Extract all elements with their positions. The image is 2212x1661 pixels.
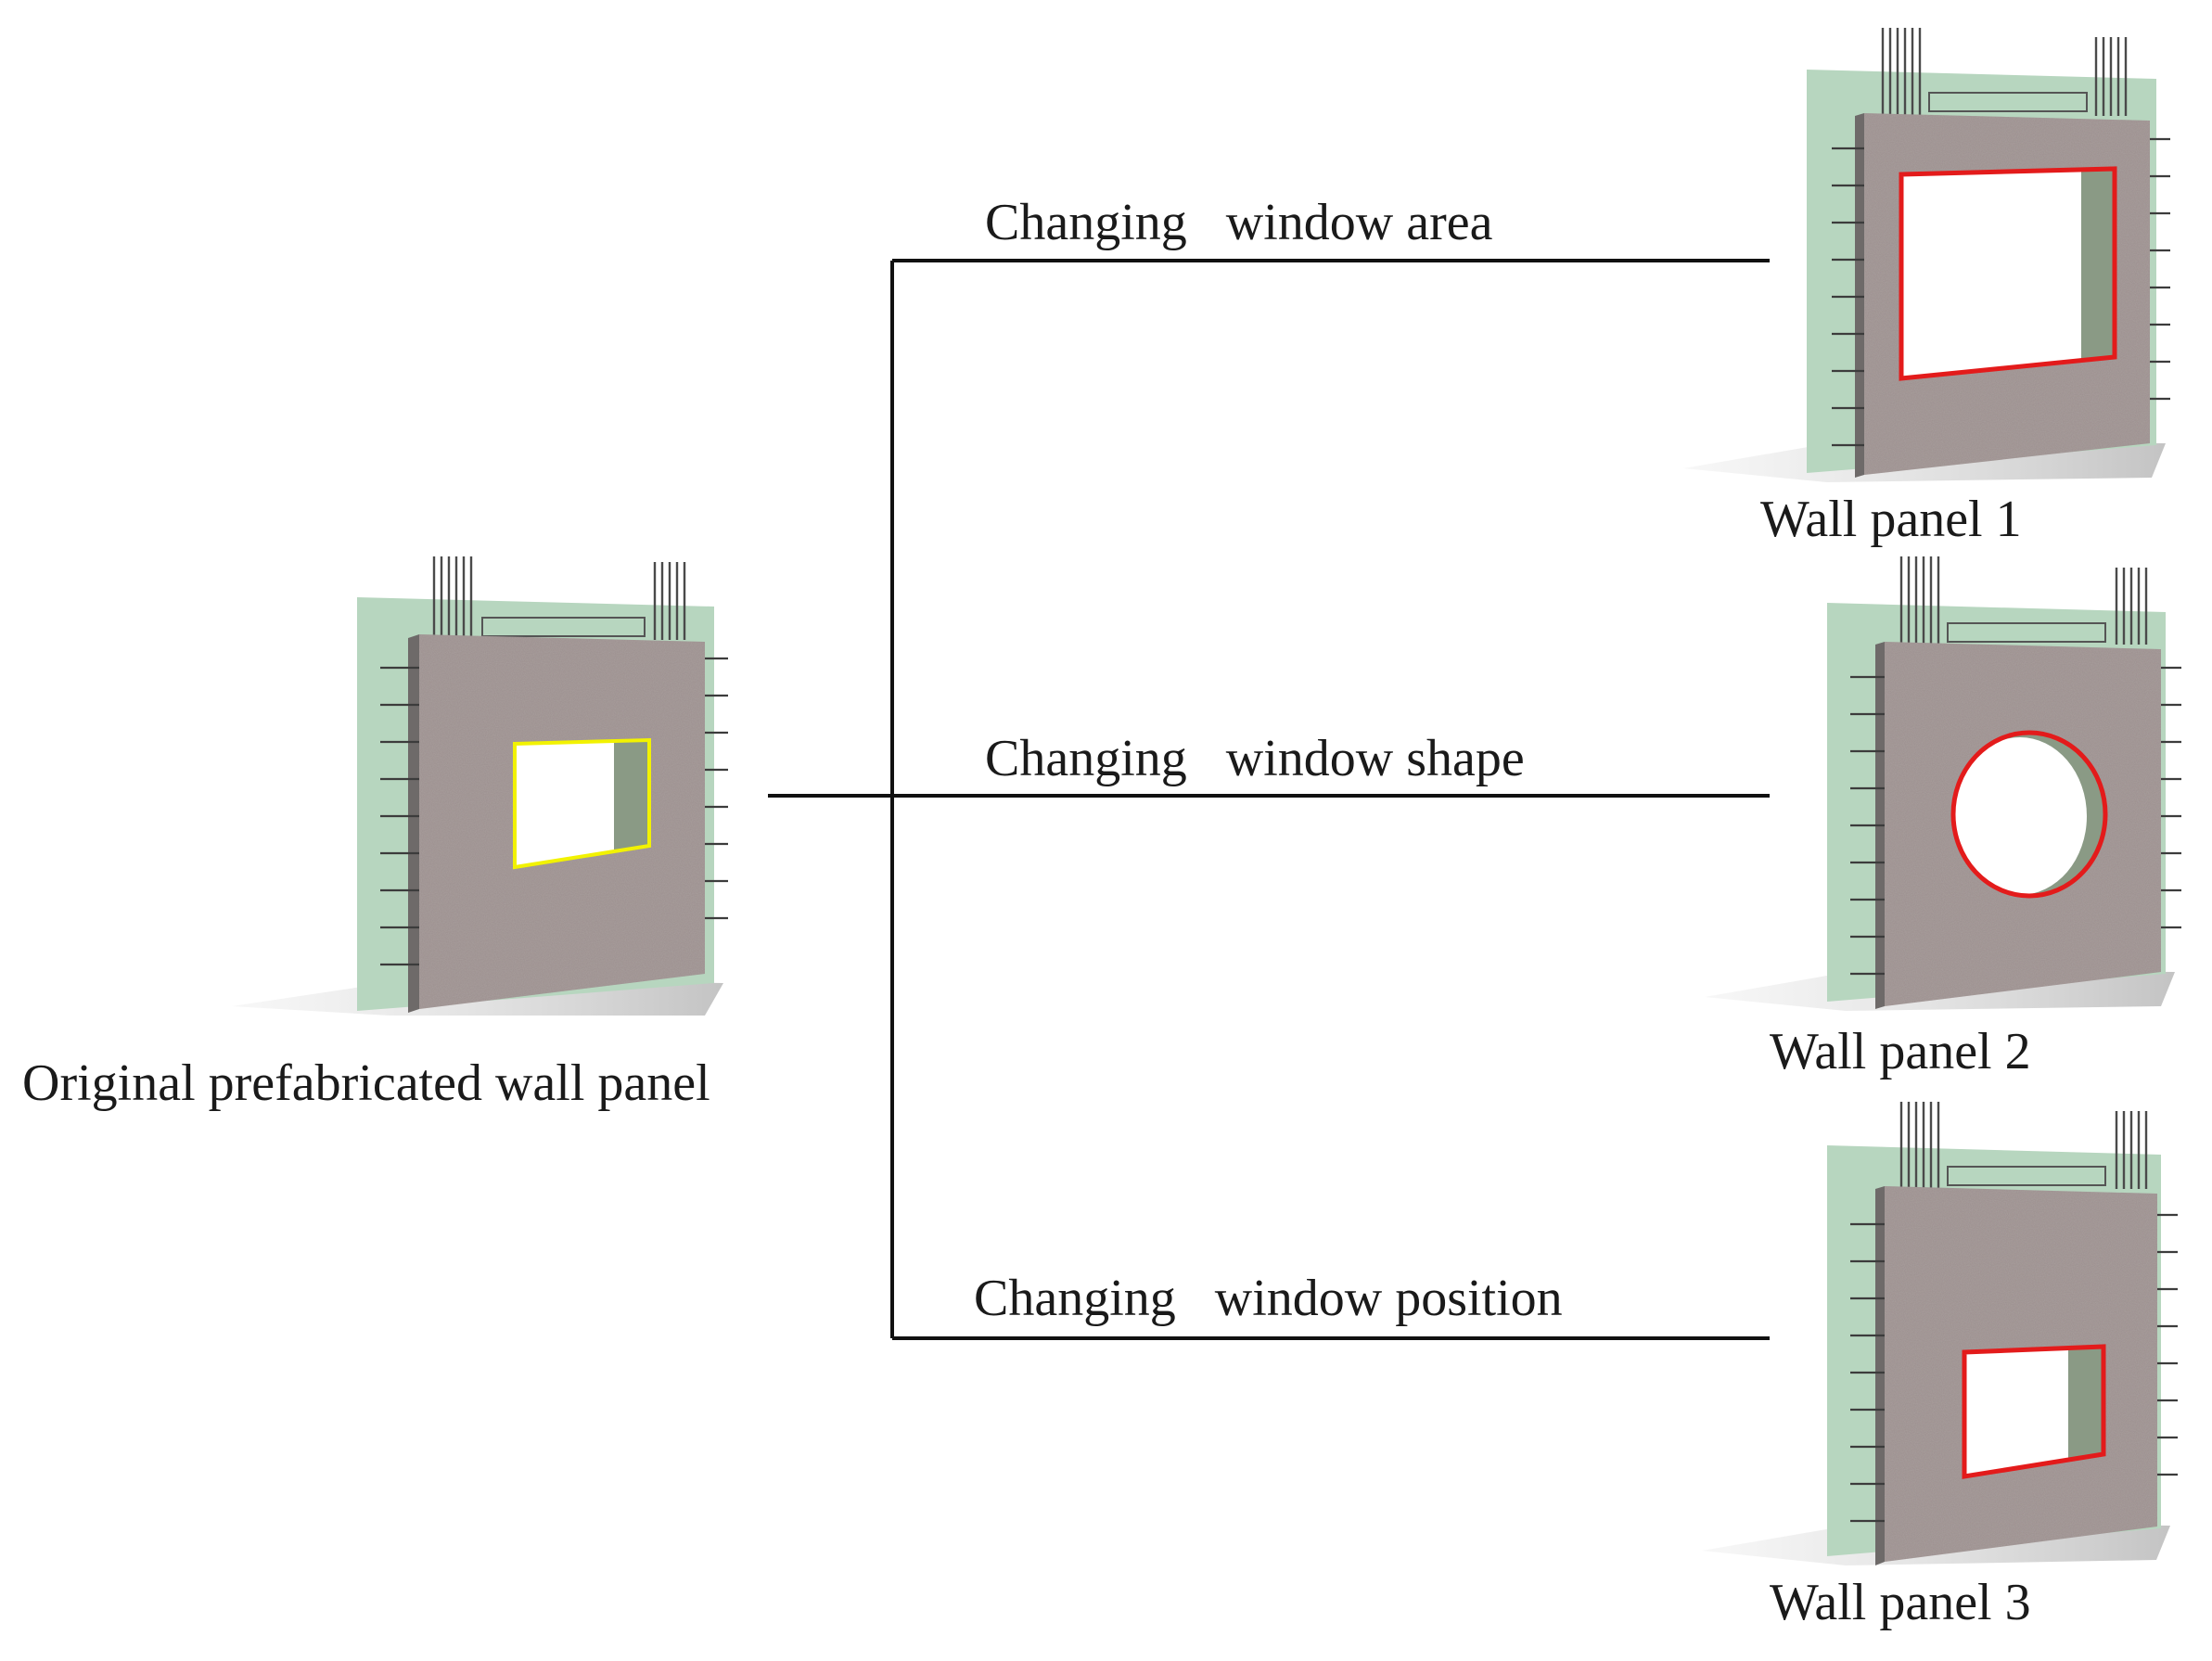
- wall-panel-1-label: Wall panel 1: [1760, 491, 2022, 548]
- connector-lines: [768, 259, 1770, 1340]
- rebar-top: [1881, 28, 2128, 116]
- wall-panel-2-label: Wall panel 2: [1770, 1023, 2031, 1080]
- window-highlight: [1899, 166, 2117, 381]
- branch-label-window-shape: Changing window shape: [985, 730, 1525, 787]
- connector-stubs: [380, 657, 728, 966]
- connector-stubs: [1850, 1213, 2178, 1523]
- window-highlight: [1962, 1344, 2106, 1479]
- wall-panel-3: [1702, 1102, 2178, 1565]
- connector-stubs: [1832, 137, 2170, 447]
- rebar-top: [1899, 1102, 2148, 1189]
- wall-panel-1: [1683, 28, 2170, 482]
- original-panel-label: Original prefabricated wall panel: [22, 1054, 710, 1112]
- window-highlight: [513, 737, 651, 870]
- branch-label-window-position: Changing window position: [974, 1270, 1563, 1327]
- wall-panel-3-label: Wall panel 3: [1770, 1574, 2031, 1631]
- window-reveal: [614, 740, 649, 851]
- wall-panel-2: [1705, 556, 2181, 1011]
- panel-side: [408, 634, 419, 1013]
- window-highlight: [1950, 730, 2108, 899]
- branch-label-window-area: Changing window area: [985, 194, 1493, 251]
- rebar-top: [1899, 556, 2148, 645]
- rebar-top: [432, 556, 686, 640]
- original-wall-panel: [232, 556, 728, 1016]
- connector-stubs: [1850, 666, 2181, 976]
